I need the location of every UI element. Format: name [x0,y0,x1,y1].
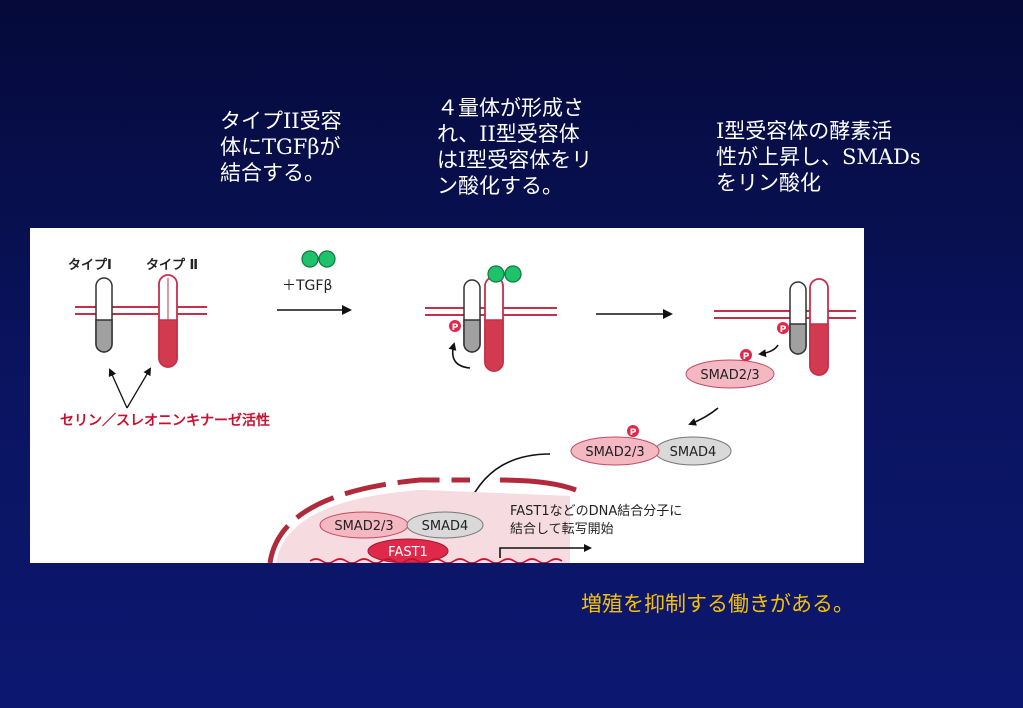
ligand-label: ＋TGFβ [282,278,332,294]
phospho-site-active: P [777,322,789,335]
caption-step-1: タイプII受容 体にTGFβが 結合する。 [220,109,342,185]
svg-text:P: P [630,428,637,438]
svg-text:SMAD4: SMAD4 [422,519,469,534]
phospho-site-type1: P [449,320,461,333]
svg-text:FAST1: FAST1 [388,545,428,560]
membrane-3 [714,310,856,319]
svg-text:P: P [452,323,459,333]
fast1-factor: FAST1 [367,538,449,563]
dna-strand [309,558,563,563]
membrane-1 [75,306,207,315]
svg-text:P: P [743,352,750,362]
svg-text:SMAD2/3: SMAD2/3 [334,519,393,534]
type1-label: タイプⅠ [68,258,112,273]
transcription-start-arrow [499,544,592,558]
phosphorylation-arrow [448,342,471,369]
smad23-phosphorylated: SMAD2/3 [685,359,775,389]
phospho-smad23: P [740,349,752,362]
caption-step-2: ４量体が形成さ れ、II型受容体 はI型受容体をリ ン酸化する。 [437,96,593,198]
svg-text:SMAD4: SMAD4 [670,445,717,460]
active-type1-receptor [789,281,807,355]
conclusion-text: 増殖を抑制する働きがある。 [581,592,854,616]
type2-receptor [158,274,178,368]
bound-tgf-beta [487,265,522,283]
complex-type2-receptor [484,276,504,372]
smad-complex-nucleus: SMAD2/3 SMAD4 [319,511,484,539]
svg-text:SMAD2/3: SMAD2/3 [585,445,644,460]
complex-formation-arrow [688,407,719,426]
nuclear-note-line1: FAST1などのDNA結合分子に [510,504,682,519]
activity-pointer-arrows [108,367,152,409]
svg-text:SMAD2/3: SMAD2/3 [700,368,759,383]
tgf-beta-signaling-diagram: タイプⅠ タイプ Ⅱ セリン／スレオニンキナーゼ活性 ＋TGFβ [30,228,864,563]
caption-step-3: I型受容体の酵素活 性が上昇し、SMADs をリン酸化 [716,119,921,195]
smad-complex-cytoplasm: SMAD4 SMAD2/3 P [570,425,732,466]
type1-receptor [95,277,113,353]
type2-label: タイプ Ⅱ [146,258,198,273]
tgf-beta-ligand [301,250,336,268]
nuclear-note-line2: 結合して転写開始 [510,522,614,537]
smad-phosphorylation-arrow [758,344,779,358]
active-type2-receptor [809,278,829,376]
complex-type1-receptor [463,279,481,353]
kinase-activity-label: セリン／スレオニンキナーゼ活性 [60,412,270,429]
svg-text:P: P [780,325,787,335]
